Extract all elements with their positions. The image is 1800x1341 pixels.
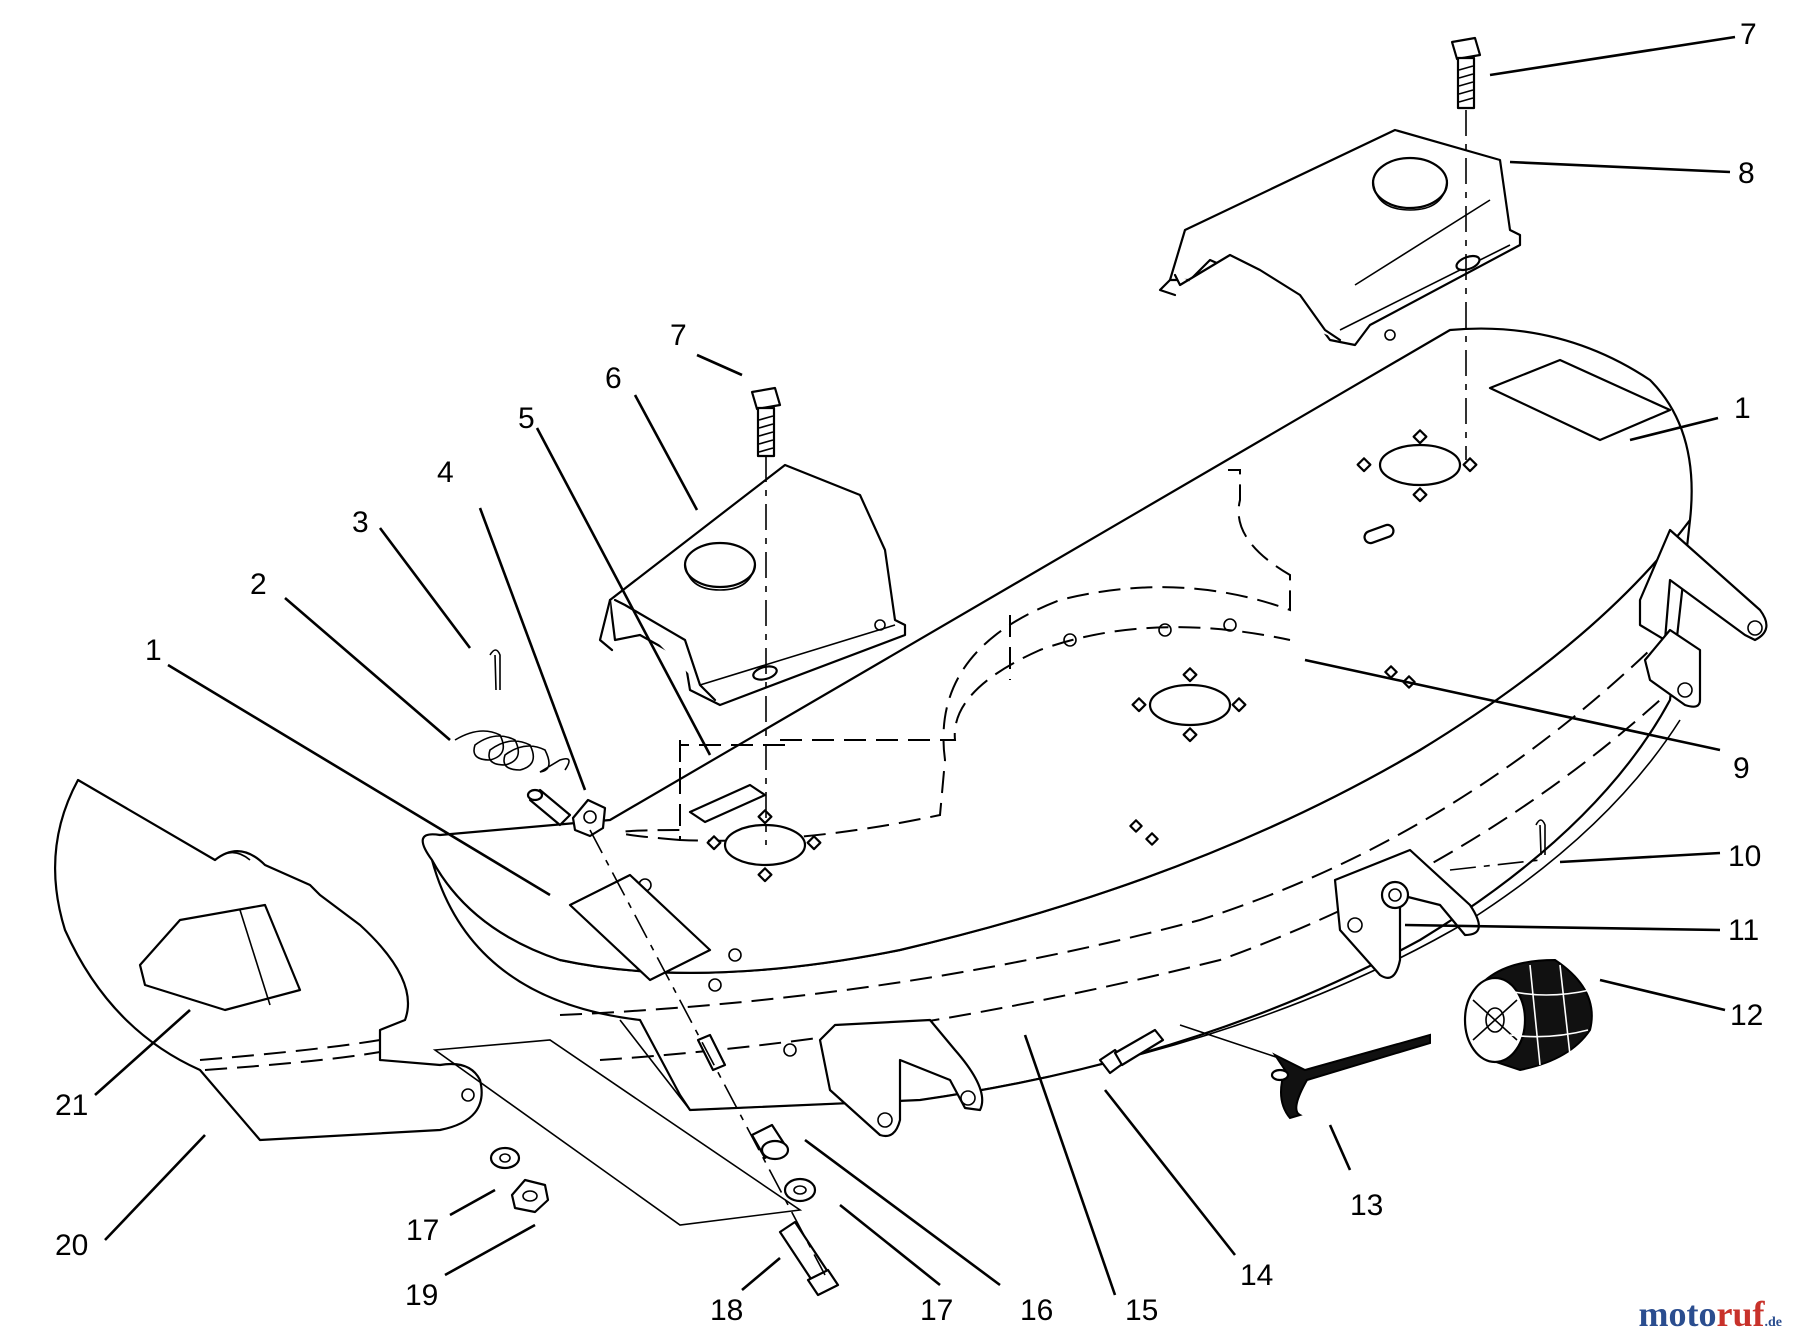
callout-21: 21	[55, 1089, 88, 1122]
decal-5	[688, 783, 767, 824]
callout-8: 8	[1738, 157, 1755, 190]
torsion-spring	[454, 730, 570, 773]
spacer-sleeve	[696, 1033, 727, 1072]
callout-4: 4	[437, 456, 454, 489]
deflector-plate	[432, 1039, 803, 1226]
bolt-7-top	[1450, 36, 1482, 110]
callout-13: 13	[1350, 1189, 1383, 1222]
bushing-16	[750, 1123, 790, 1161]
decal-right	[1488, 358, 1672, 442]
hinge-bracket-front	[818, 1018, 984, 1138]
decal-left	[568, 873, 712, 982]
discharge-chute	[53, 778, 483, 1142]
roller-wheel	[1463, 958, 1593, 1072]
callout-12: 12	[1730, 999, 1763, 1032]
callout-10: 10	[1728, 840, 1761, 873]
callout-17-left: 17	[406, 1214, 439, 1247]
bolt-14	[1098, 1028, 1165, 1075]
assembly-axis-lines	[589, 110, 1541, 1276]
leader-lines	[94, 35, 1736, 1296]
washer-17-left	[489, 1146, 521, 1170]
callout-11: 11	[1728, 914, 1759, 947]
spindle-hole-left	[706, 809, 822, 883]
spindle-hole-right	[1356, 429, 1478, 545]
callout-18: 18	[710, 1294, 743, 1327]
callout-20: 20	[55, 1229, 88, 1262]
roller-bracket	[1333, 848, 1480, 979]
callout-labels: 7 8 1 7 6 5 4 3 2 1 9 10 11 12 13 14 15 …	[55, 18, 1763, 1327]
belt-cover-right	[1158, 128, 1522, 347]
deck-baffle	[620, 469, 1291, 842]
bolt-7-mid	[750, 386, 782, 458]
bolt-18	[778, 1220, 840, 1297]
callout-3: 3	[352, 506, 369, 539]
belt-cover-left	[598, 463, 907, 707]
callout-5: 5	[518, 402, 535, 435]
callout-1-left: 1	[145, 634, 162, 667]
cotter-pin-3	[489, 649, 501, 691]
callout-15: 15	[1125, 1294, 1158, 1327]
watermark-part-3: .de	[1764, 1315, 1783, 1330]
callout-9: 9	[1733, 752, 1750, 785]
nut-19	[510, 1178, 550, 1214]
washer-17-right	[783, 1177, 817, 1203]
callout-2: 2	[250, 568, 267, 601]
callout-1-right: 1	[1734, 392, 1751, 425]
watermark-logo: motoruf.de	[1639, 1293, 1782, 1335]
cotter-pin-10	[1535, 819, 1546, 856]
hinge-bracket-right	[1638, 528, 1768, 708]
callout-6: 6	[605, 362, 622, 395]
spindle-hole-center	[1131, 667, 1247, 743]
watermark-part-2: ruf	[1716, 1294, 1765, 1334]
callout-19: 19	[405, 1279, 438, 1312]
watermark-part-1: moto	[1638, 1294, 1717, 1334]
callout-17-right: 17	[920, 1294, 953, 1327]
callout-16: 16	[1020, 1294, 1053, 1327]
roller-axle	[1179, 1024, 1431, 1120]
callout-7-mid: 7	[670, 319, 687, 352]
callout-7-top: 7	[1740, 18, 1757, 51]
pivot-rod	[526, 788, 607, 838]
callout-14: 14	[1240, 1259, 1273, 1292]
